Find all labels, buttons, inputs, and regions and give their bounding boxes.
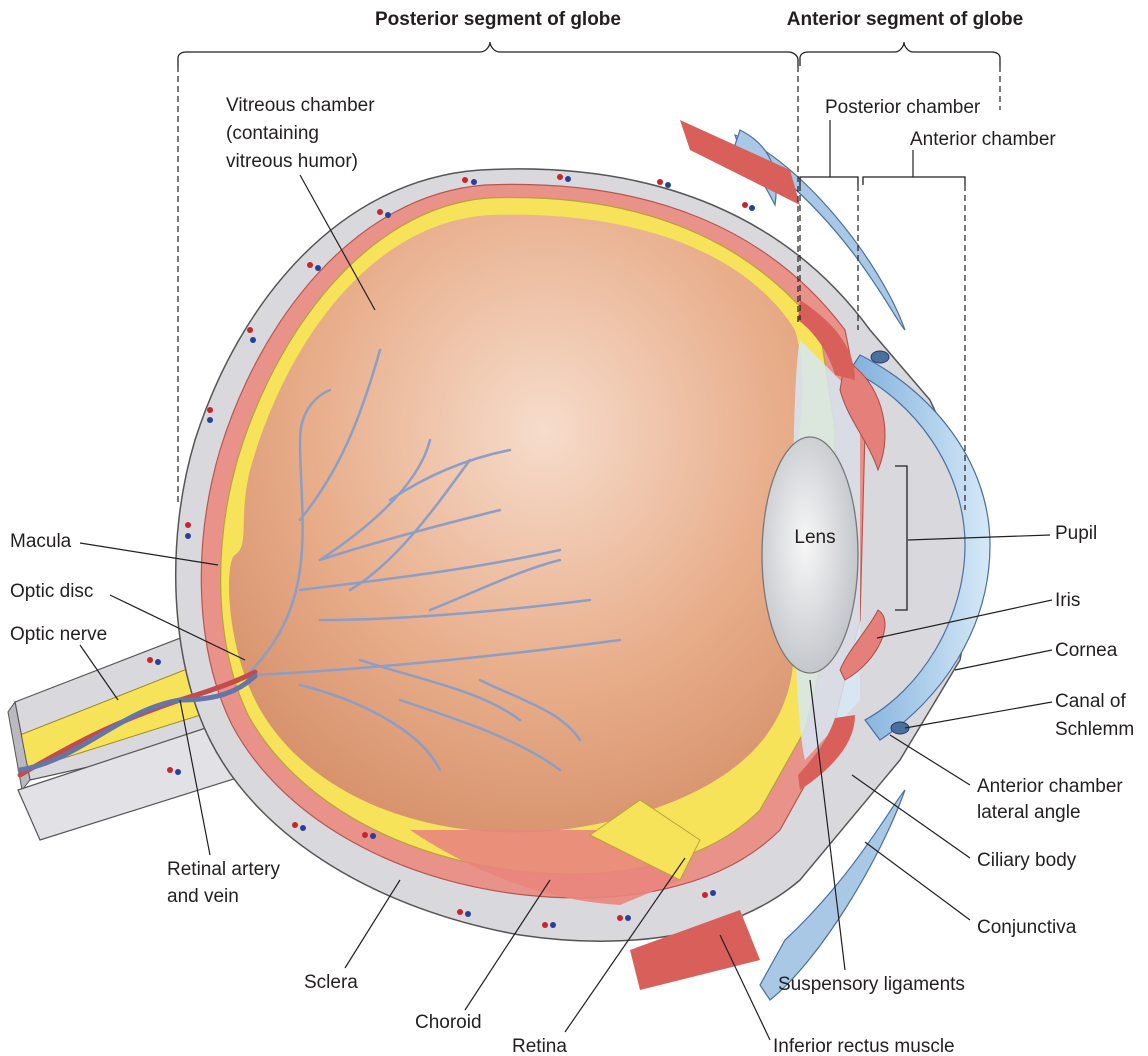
anterior-chamber-label: Anterior chamber — [910, 129, 1056, 150]
pupil-label: Pupil — [1055, 523, 1097, 544]
inferior-rectus-label: Inferior rectus muscle — [773, 1036, 955, 1056]
iris-label: Iris — [1055, 590, 1080, 611]
retina-label: Retina — [512, 1036, 567, 1056]
cornea-label: Cornea — [1055, 640, 1118, 661]
retinal-artery-vein-label-line2: and vein — [167, 886, 239, 907]
vitreous-chamber-label-line2: (containing — [226, 123, 319, 144]
suspensory-ligaments-label: Suspensory ligaments — [778, 974, 965, 995]
anterior-segment-header: Anterior segment of globe — [787, 9, 1023, 30]
canal-of-schlemm-label-line2: Schlemm — [1055, 719, 1134, 740]
canal-of-schlemm-label-line1: Canal of — [1055, 691, 1126, 712]
ciliary-body-label: Ciliary body — [977, 850, 1077, 871]
anterior-chamber-angle-label-line1: Anterior chamber — [977, 776, 1123, 797]
posterior-chamber-label: Posterior chamber — [825, 97, 981, 118]
retinal-artery-vein-label-line1: Retinal artery — [167, 859, 280, 880]
lens — [762, 437, 858, 673]
anterior-chamber-angle-label-line2: lateral angle — [977, 802, 1081, 823]
conjunctiva-label: Conjunctiva — [977, 917, 1077, 938]
posterior-segment-header: Posterior segment of globe — [375, 9, 621, 30]
vitreous-chamber-label-line3: vitreous humor) — [226, 151, 358, 172]
optic-disc-label: Optic disc — [10, 581, 93, 602]
choroid-label: Choroid — [415, 1012, 482, 1033]
optic-nerve-label: Optic nerve — [10, 624, 107, 645]
sclera-label: Sclera — [304, 972, 358, 993]
vitreous-chamber-label-line1: Vitreous chamber — [226, 95, 375, 116]
lens-label: Lens — [794, 527, 835, 548]
macula-label: Macula — [10, 531, 72, 552]
